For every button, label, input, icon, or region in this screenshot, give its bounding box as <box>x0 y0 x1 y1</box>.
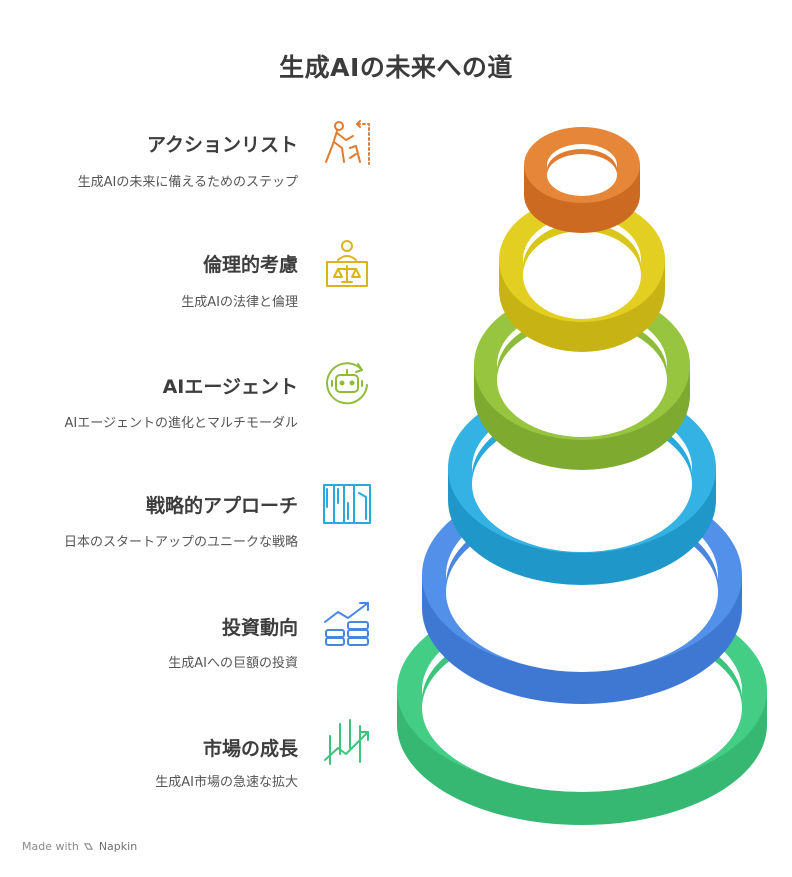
made-with-label: Made with <box>22 840 79 853</box>
page-title: 生成AIの未来への道 <box>279 53 513 82</box>
investment-coins-icon <box>322 600 372 650</box>
item-title-investment: 投資動向 <box>221 617 298 639</box>
item-desc-ai-agent: AIエージェントの進化とマルチモーダル <box>64 416 298 431</box>
item-desc-action-list: 生成AIの未来に備えるためのステップ <box>77 175 298 190</box>
made-with-footer[interactable]: Made with Napkin <box>22 840 137 853</box>
strategy-columns-icon <box>322 479 372 529</box>
ethics-scale-icon <box>322 238 372 288</box>
item-desc-strategy: 日本のスタートアップのユニークな戦略 <box>63 535 298 550</box>
market-growth-icon <box>322 718 372 768</box>
robot-icon <box>322 358 372 408</box>
ring-ethics <box>499 198 665 352</box>
item-title-ai-agent: AIエージェント <box>162 376 298 398</box>
item-title-action-list: アクションリスト <box>146 134 298 156</box>
item-desc-investment: 生成AIへの巨額の投資 <box>168 656 298 671</box>
item-title-market-growth: 市場の成長 <box>202 738 298 760</box>
napkin-brand: Napkin <box>98 840 138 853</box>
napkin-logo-icon <box>84 841 94 850</box>
item-desc-ethics: 生成AIの法律と倫理 <box>181 295 298 310</box>
item-desc-market-growth: 生成AI市場の急速な拡大 <box>155 775 298 790</box>
item-title-strategy: 戦略的アプローチ <box>145 495 298 517</box>
ring-ai-agent <box>474 290 690 470</box>
action-list-icon <box>322 118 372 168</box>
ring-action-list <box>524 127 640 233</box>
item-title-ethics: 倫理的考慮 <box>202 254 298 276</box>
